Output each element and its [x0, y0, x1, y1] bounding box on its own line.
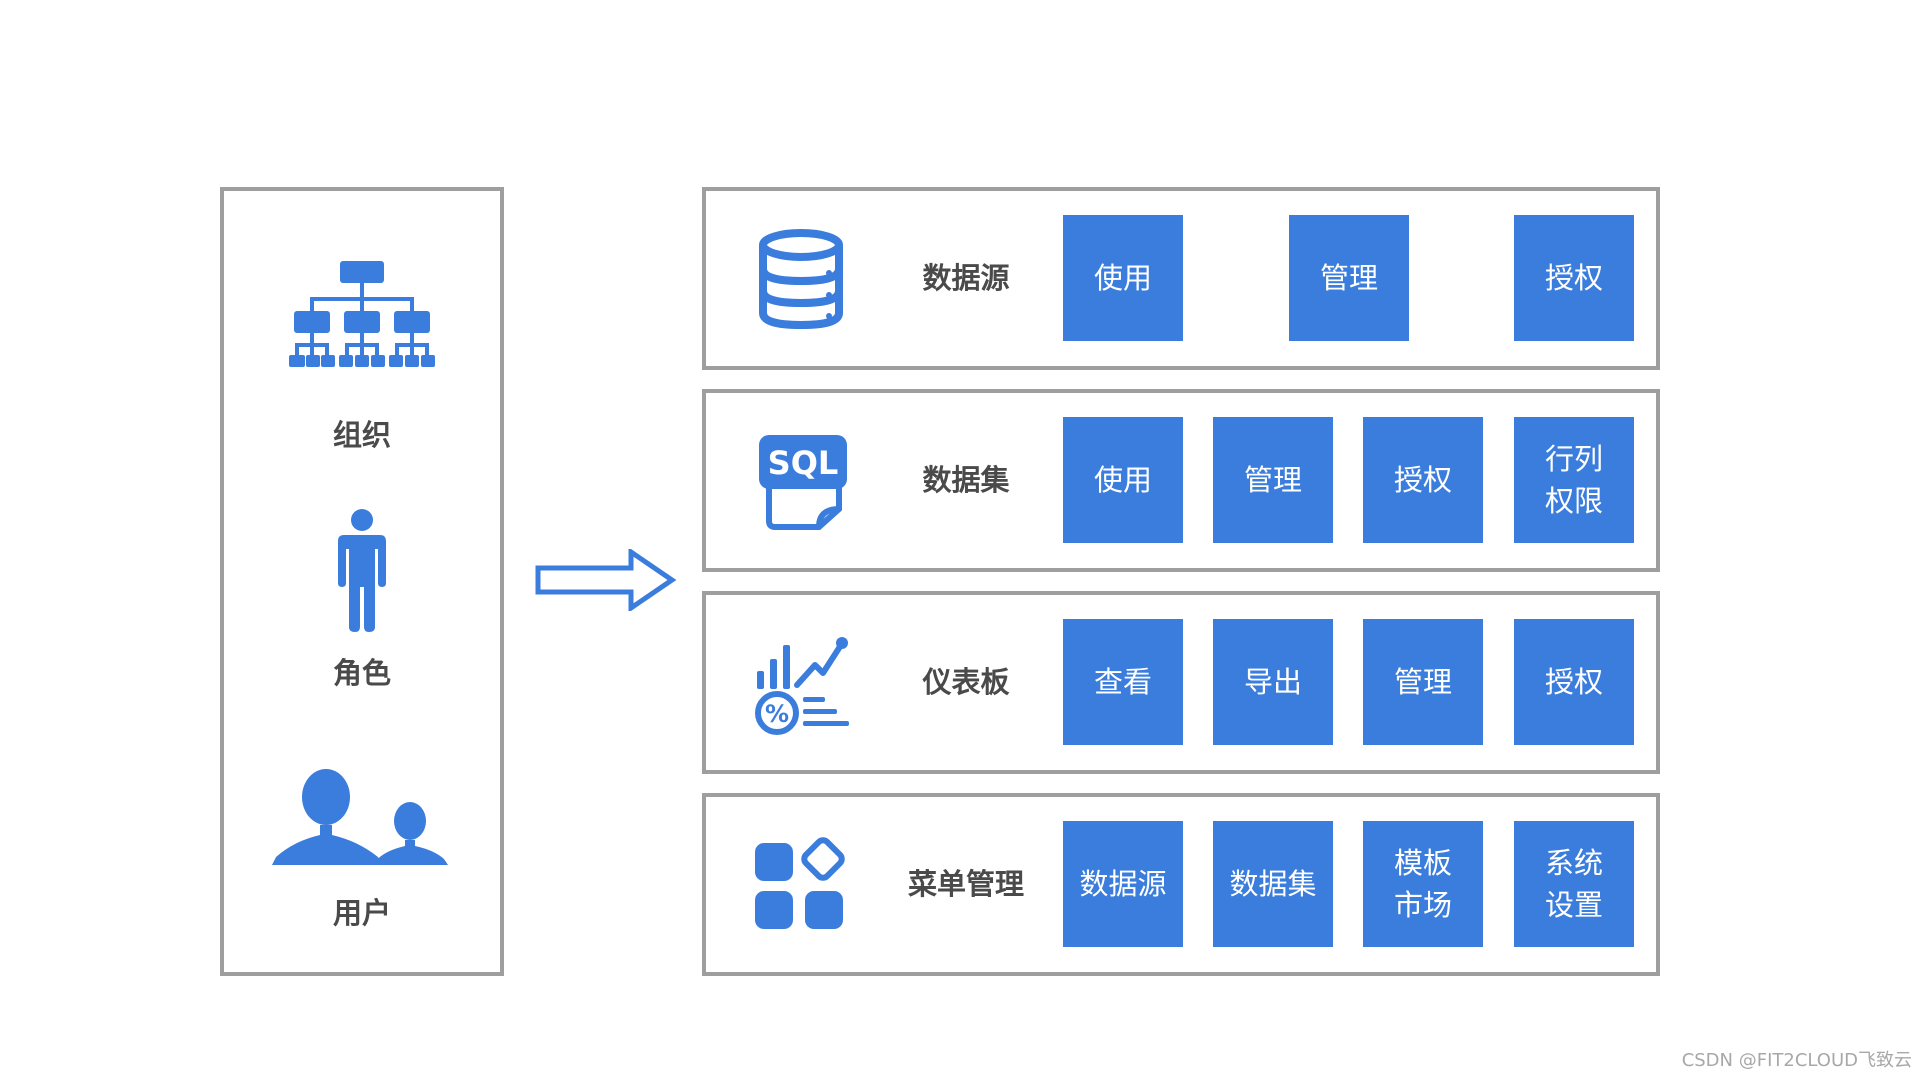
menu-dataset-button[interactable]: 数据集 [1213, 821, 1333, 947]
dashboard-view-button[interactable]: 查看 [1063, 619, 1183, 745]
dataset-row-column-permission-button[interactable]: 行列 权限 [1514, 417, 1634, 543]
button-label-line1: 模板 [1393, 846, 1452, 880]
button-label-line2: 市场 [1393, 888, 1452, 922]
dataset-manage-button[interactable]: 管理 [1213, 417, 1333, 543]
button-label-line2: 设置 [1544, 888, 1603, 922]
subject-label-role: 角色 [332, 656, 391, 690]
button-label: 查看 [1093, 665, 1152, 699]
org-chart-icon [289, 261, 435, 367]
subject-label-organization: 组织 [332, 418, 391, 452]
percent-icon-text: % [765, 700, 789, 728]
button-label: 数据集 [1229, 867, 1317, 901]
row-menu-management: 菜单管理 数据源 数据集 模板 市场 系统 设置 [702, 793, 1660, 976]
subject-user: 用户 [224, 769, 500, 931]
button-label: 授权 [1544, 261, 1603, 295]
row-dashboard: % 仪表板 查看 导出 管理 授权 [702, 591, 1660, 774]
menu-datasource-button[interactable]: 数据源 [1063, 821, 1183, 947]
datasource-use-button[interactable]: 使用 [1063, 215, 1183, 341]
subject-label-user: 用户 [332, 896, 391, 930]
sql-icon-text: SQL [768, 444, 839, 482]
button-label: 使用 [1093, 261, 1152, 295]
database-icon [753, 227, 853, 331]
button-label: 授权 [1393, 463, 1452, 497]
button-label: 使用 [1093, 463, 1152, 497]
dataset-authorize-button[interactable]: 授权 [1363, 417, 1483, 543]
users-icon [272, 769, 448, 865]
dashboard-authorize-button[interactable]: 授权 [1514, 619, 1634, 745]
dataset-use-button[interactable]: 使用 [1063, 417, 1183, 543]
row-dataset: SQL 数据集 使用 管理 授权 行列 权限 [702, 389, 1660, 572]
dashboard-chart-icon: % [753, 631, 853, 735]
row-datasource: 数据源 使用 管理 授权 [702, 187, 1660, 370]
button-label: 管理 [1319, 261, 1378, 295]
button-label-line2: 权限 [1544, 484, 1603, 518]
button-label-line1: 行列 [1544, 442, 1603, 476]
sql-file-icon: SQL [753, 429, 853, 533]
menu-system-settings-button[interactable]: 系统 设置 [1514, 821, 1634, 947]
button-label-line1: 系统 [1544, 846, 1603, 880]
datasource-manage-button[interactable]: 管理 [1289, 215, 1409, 341]
menu-template-market-button[interactable]: 模板 市场 [1363, 821, 1483, 947]
subject-role: 角色 [224, 509, 500, 691]
menu-apps-icon [753, 833, 853, 937]
subject-organization: 组织 [224, 259, 500, 453]
dashboard-export-button[interactable]: 导出 [1213, 619, 1333, 745]
datasource-authorize-button[interactable]: 授权 [1514, 215, 1634, 341]
subject-panel: 组织 角色 用户 [220, 187, 504, 976]
button-label: 授权 [1544, 665, 1603, 699]
button-label: 管理 [1243, 463, 1302, 497]
dashboard-manage-button[interactable]: 管理 [1363, 619, 1483, 745]
row-label-dataset: 数据集 [922, 463, 1010, 497]
row-label-datasource: 数据源 [922, 261, 1010, 295]
button-label: 数据源 [1079, 867, 1167, 901]
person-icon [338, 509, 386, 632]
row-label-menu-management: 菜单管理 [907, 867, 1024, 901]
button-label: 管理 [1393, 665, 1452, 699]
button-label: 导出 [1243, 665, 1302, 699]
row-label-dashboard: 仪表板 [922, 665, 1010, 699]
watermark: CSDN @FIT2CLOUD飞致云 [1681, 1050, 1912, 1071]
right-arrow-icon [535, 547, 677, 615]
